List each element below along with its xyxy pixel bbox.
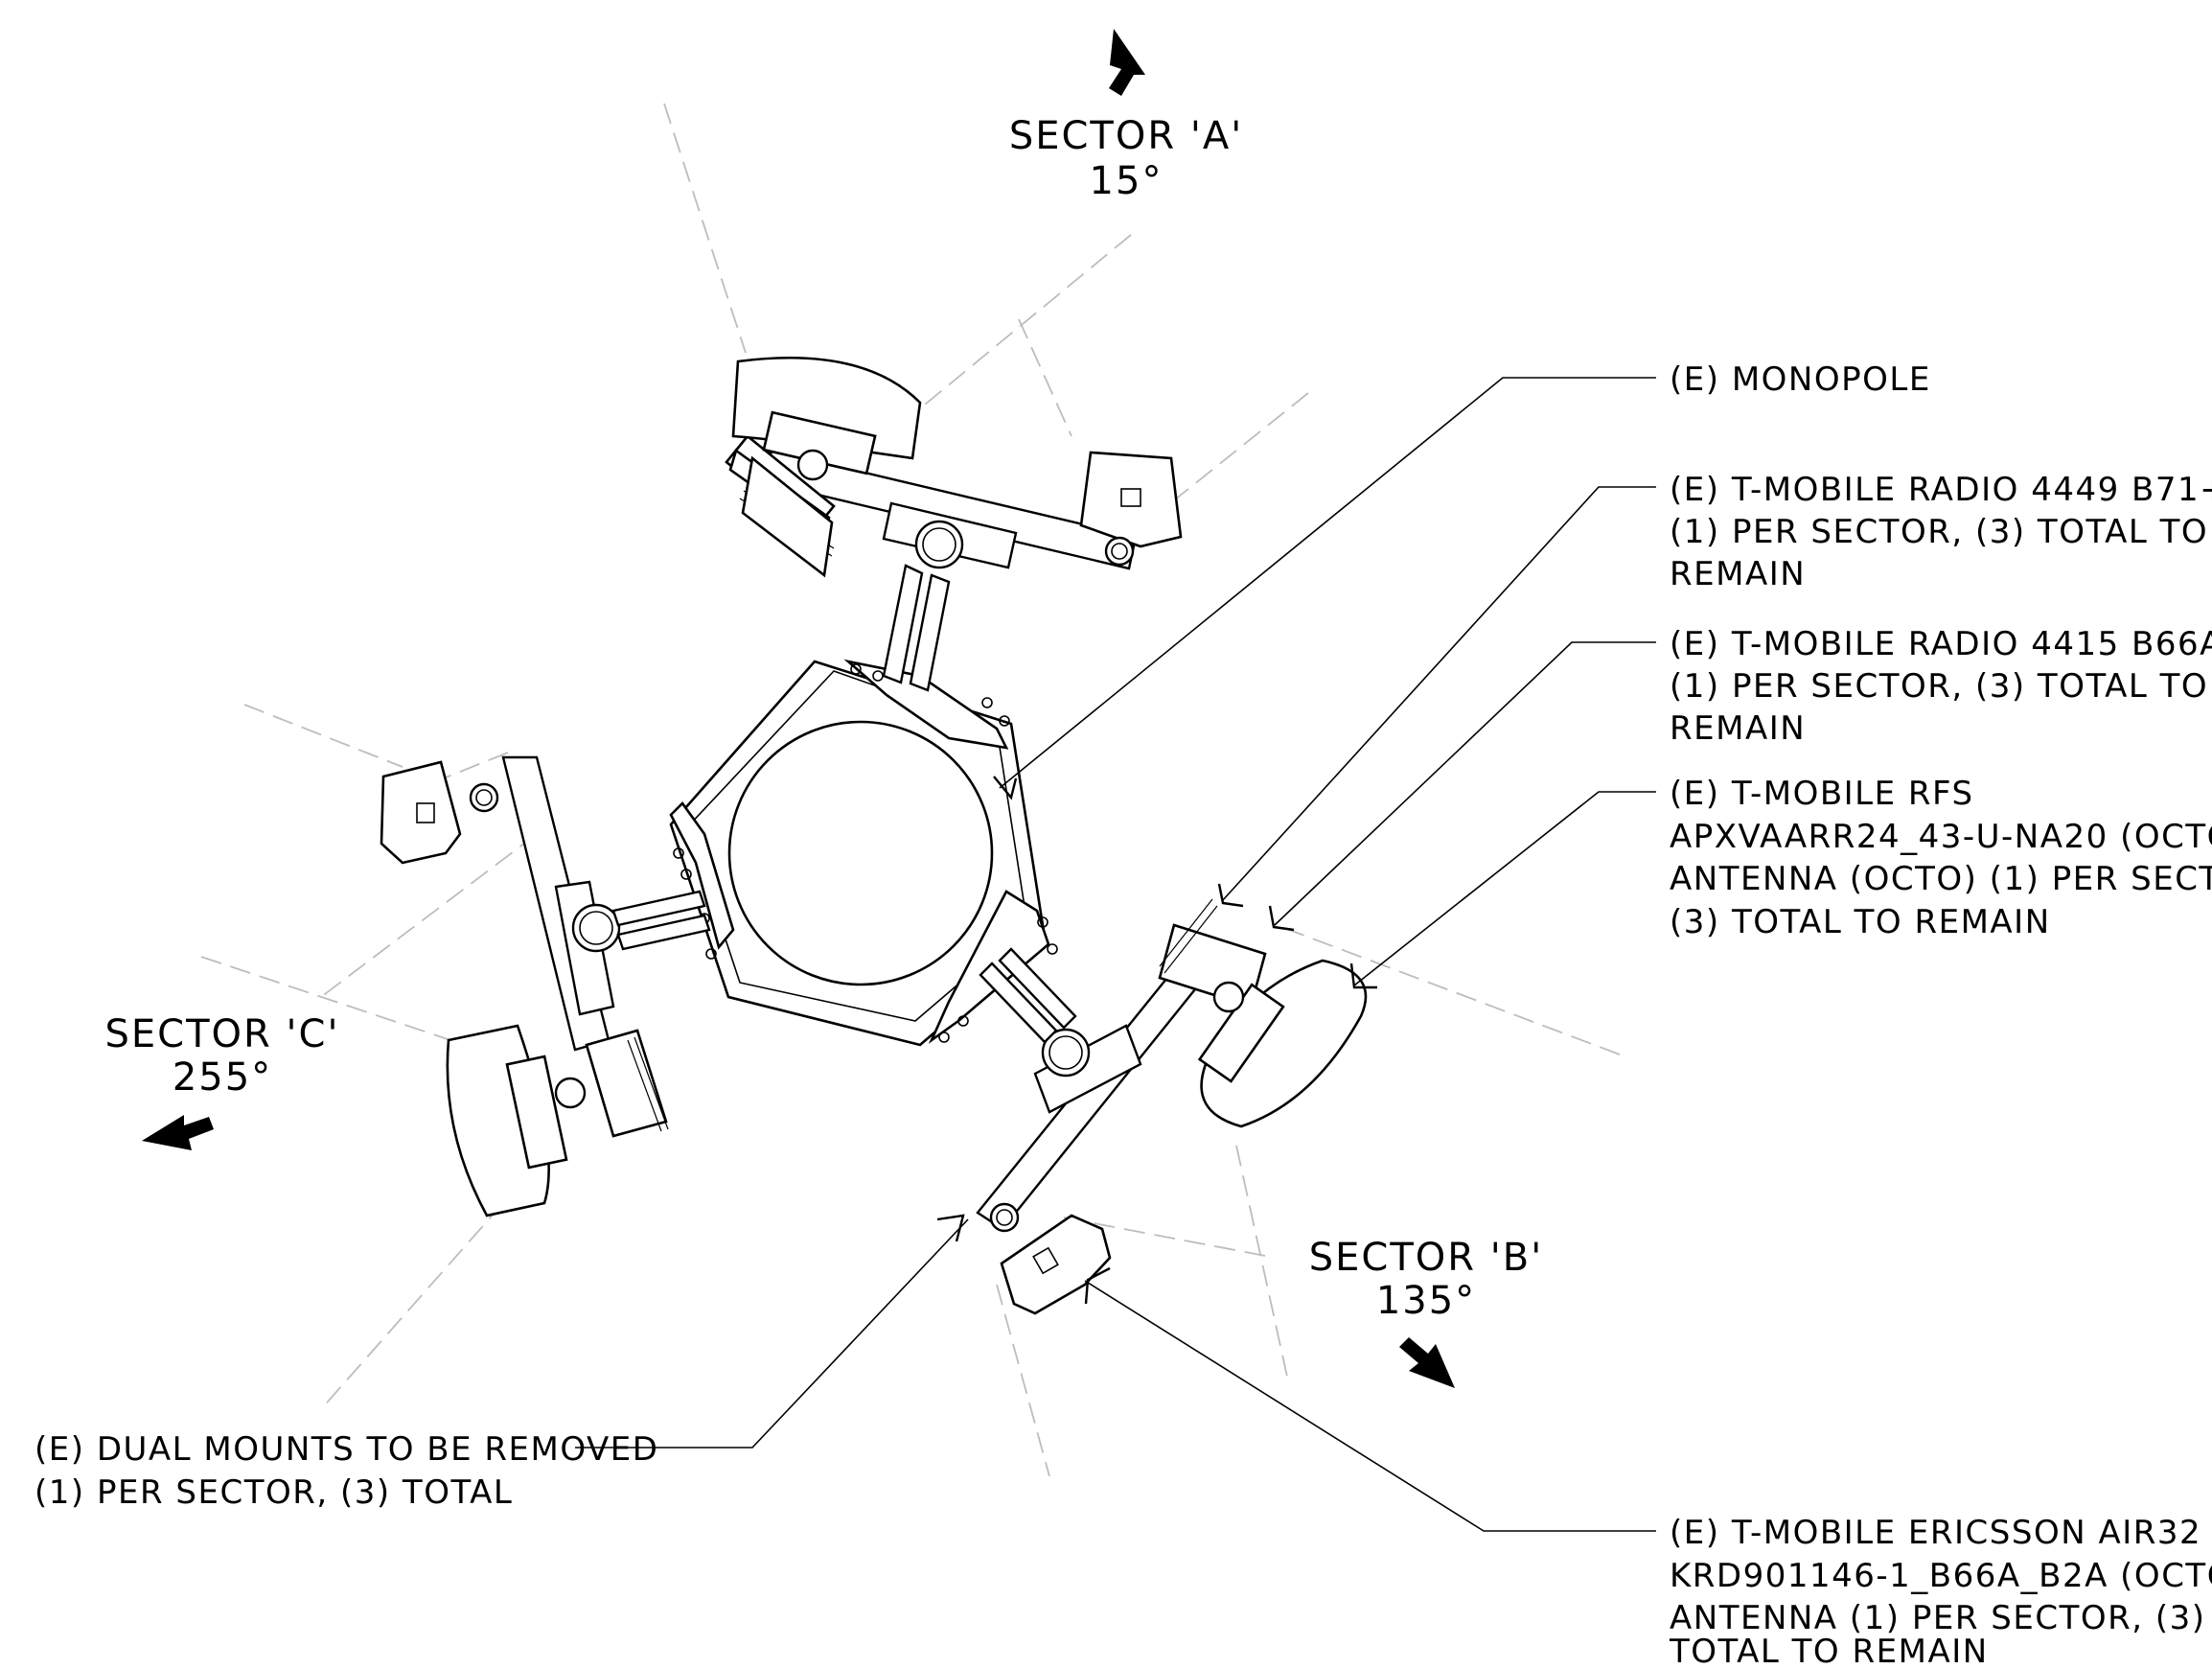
- sector-c-mount: [380, 755, 711, 1217]
- callout-rfs-line-1: (E) T-MOBILE RFS: [1670, 775, 1974, 813]
- callout-dual-mounts-line-1: (E) DUAL MOUNTS TO BE REMOVED: [35, 1430, 658, 1469]
- sector-c-azimuth: 255°: [173, 1055, 272, 1100]
- ericsson-antenna-c: [380, 760, 462, 865]
- callout-rfs-antenna: (E) T-MOBILE RFS APXVAARR24_43-U-NA20 (O…: [1670, 775, 2212, 941]
- callout-radio-4449-line-3: REMAIN: [1670, 555, 1806, 593]
- callout-radio-4449: (E) T-MOBILE RADIO 4449 B71+B85 (1) PER …: [1670, 471, 2212, 593]
- north-arrow-sector-a: [1109, 29, 1145, 96]
- callout-ericsson-antenna: (E) T-MOBILE ERICSSON AIR32 KRD901146-1_…: [1669, 1514, 2212, 1669]
- callout-rfs-line-4: (3) TOTAL TO REMAIN: [1670, 903, 2051, 941]
- callout-radio-4449-line-1: (E) T-MOBILE RADIO 4449 B71+B85: [1670, 471, 2212, 509]
- monopole: [727, 720, 994, 986]
- sector-b-label: SECTOR 'B' 135°: [1309, 1236, 1543, 1323]
- callout-radio-4415-line-1: (E) T-MOBILE RADIO 4415 B66A: [1670, 625, 2212, 663]
- sector-c-label: SECTOR 'C' 255°: [105, 1012, 340, 1100]
- callout-rfs-line-3: ANTENNA (OCTO) (1) PER SECTOR,: [1670, 860, 2212, 898]
- callout-radio-4415-line-2: (1) PER SECTOR, (3) TOTAL TO: [1670, 667, 2208, 706]
- sector-a-name: SECTOR 'A': [1009, 114, 1243, 158]
- callout-monopole: (E) MONOPOLE: [1670, 360, 1931, 399]
- ghost-lines: [200, 103, 1621, 1477]
- sector-c-name: SECTOR 'C': [105, 1012, 340, 1056]
- sector-b-azimuth: 135°: [1376, 1279, 1476, 1323]
- callout-rfs-line-2: APXVAARR24_43-U-NA20 (OCTO): [1670, 818, 2212, 856]
- sector-a-label: SECTOR 'A' 15°: [1009, 114, 1243, 203]
- sector-a-azimuth: 15°: [1090, 159, 1164, 203]
- sector-b-mount: [976, 898, 1368, 1315]
- callout-ericsson-line-3: ANTENNA (1) PER SECTOR, (3): [1670, 1599, 2206, 1637]
- ericsson-antenna-a: [1079, 451, 1183, 548]
- callout-dual-mounts: (E) DUAL MOUNTS TO BE REMOVED (1) PER SE…: [35, 1430, 658, 1512]
- callout-ericsson-line-2: KRD901146-1_B66A_B2A (OCTO): [1670, 1557, 2212, 1595]
- radio-fins-b: [1159, 898, 1218, 974]
- callout-radio-4415-line-3: REMAIN: [1670, 709, 1806, 748]
- arrow-sector-c: [142, 1115, 214, 1150]
- callout-radio-4415: (E) T-MOBILE RADIO 4415 B66A (1) PER SEC…: [1670, 625, 2212, 748]
- ericsson-antenna-b: [1000, 1214, 1112, 1315]
- sector-a-mount: [725, 356, 1183, 692]
- radio-fins-c: [627, 1036, 669, 1132]
- callout-monopole-line-1: (E) MONOPOLE: [1670, 360, 1931, 399]
- callout-ericsson-line-4: TOTAL TO REMAIN: [1669, 1633, 1989, 1669]
- arrow-sector-b: [1399, 1337, 1455, 1388]
- leader-lines: [575, 377, 1656, 1532]
- callout-radio-4449-line-2: (1) PER SECTOR, (3) TOTAL TO: [1670, 513, 2208, 551]
- callout-dual-mounts-line-2: (1) PER SECTOR, (3) TOTAL: [35, 1473, 513, 1512]
- sector-b-name: SECTOR 'B': [1309, 1236, 1543, 1280]
- callout-ericsson-line-1: (E) T-MOBILE ERICSSON AIR32: [1670, 1514, 2201, 1552]
